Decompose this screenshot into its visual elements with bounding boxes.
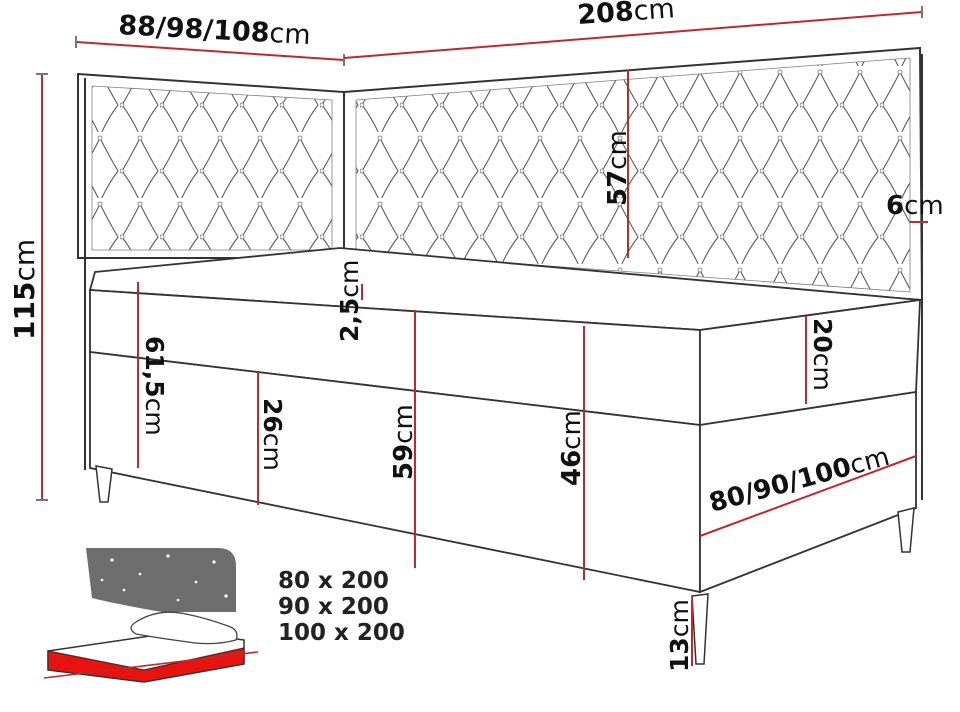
storage-icon	[43, 548, 259, 683]
length-label: 208cm	[576, 0, 675, 31]
dimension-lines	[36, 6, 928, 666]
size-option: 80 x 200	[278, 568, 389, 594]
size-options-list: 80 x 200 90 x 200 100 x 200	[278, 568, 405, 646]
side-headboard	[77, 72, 345, 470]
size-option: 90 x 200	[278, 594, 389, 620]
leg-height-label: 13cm	[665, 599, 694, 672]
side-height-label: 61,5cm	[140, 336, 169, 436]
sleeping-height-label: 59cm	[389, 404, 419, 480]
base-height-label: 46cm	[557, 410, 587, 486]
bed-base	[88, 247, 921, 594]
mattress-height-label: 20cm	[808, 318, 837, 391]
box-height-label: 26cm	[258, 398, 287, 471]
headboard-thickness-label: 6cm	[886, 191, 944, 221]
size-option: 100 x 200	[278, 620, 405, 646]
width-options-label: 88/98/108cm	[118, 10, 312, 51]
headboard-height-label: 57cm	[603, 130, 633, 206]
topper-thickness-label: 2,5cm	[335, 260, 364, 342]
bed-legs	[95, 465, 915, 665]
total-height-label: 115cm	[8, 239, 41, 340]
back-headboard	[343, 46, 924, 500]
